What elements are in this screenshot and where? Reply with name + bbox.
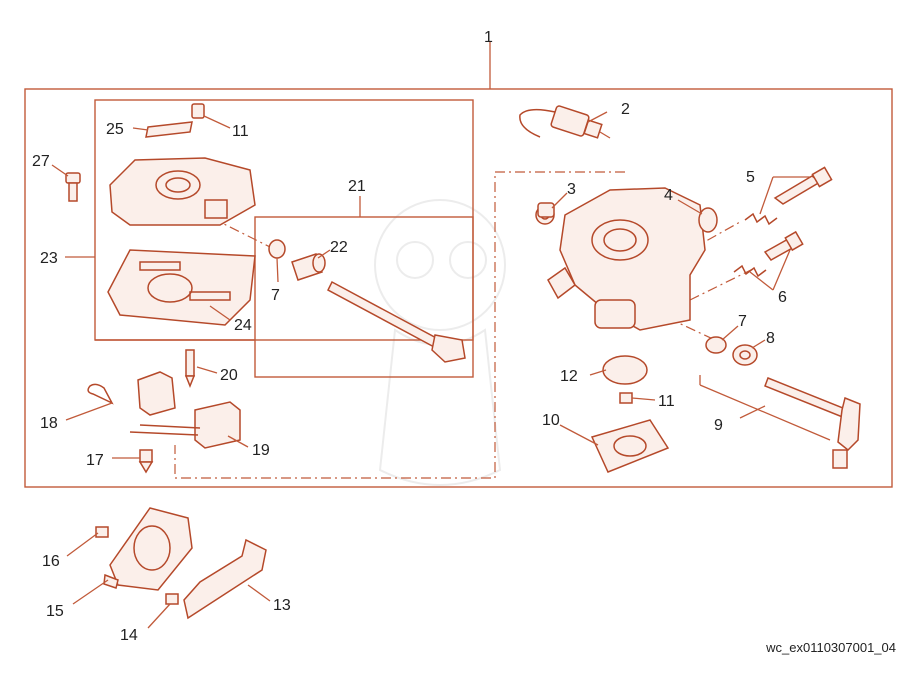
- part-16-screw: [95, 526, 109, 538]
- callout-27: 27: [32, 153, 50, 170]
- part-14-screw: [165, 593, 179, 605]
- callout-1: 1: [484, 29, 493, 46]
- part-7-washer-right: [705, 336, 727, 354]
- callout-13: 13: [273, 597, 291, 614]
- part-5-pilot-screw: [744, 166, 833, 226]
- callout-18: 18: [40, 415, 58, 432]
- callout-5: 5: [746, 169, 755, 186]
- callout-3: 3: [567, 181, 576, 198]
- part-2-solenoid: [519, 105, 611, 139]
- callout-25: 25: [106, 121, 124, 138]
- part-23-housing: [109, 157, 256, 226]
- callout-4: 4: [664, 187, 673, 204]
- part-8-seal: [732, 344, 758, 366]
- callout-6: 6: [778, 289, 787, 306]
- part-4-seal: [698, 207, 718, 233]
- part-7-washer-left: [268, 239, 286, 259]
- part-17-valve: [138, 449, 154, 474]
- callout-12: 12: [560, 368, 578, 385]
- part-18-pin: [87, 383, 114, 405]
- parts: [65, 103, 861, 620]
- part-carburetor-body: [535, 187, 706, 331]
- leader-lines: [51, 111, 831, 629]
- part-20-needle: [184, 349, 196, 389]
- callout-11-left: 11: [232, 123, 249, 140]
- callout-10: 10: [542, 412, 560, 429]
- callout-20: 20: [220, 367, 238, 384]
- part-11-screw-right: [619, 392, 633, 404]
- assembly-frame: [24, 88, 893, 488]
- part-15-fuel-pump: [103, 507, 193, 591]
- callout-7-left: 7: [271, 287, 280, 304]
- part-13-bracket: [183, 538, 267, 620]
- part-6-screw: [733, 230, 804, 278]
- part-3-plug: [537, 202, 555, 218]
- figure-code: wc_ex0110307001_04: [765, 640, 896, 655]
- part-22-bushing: [291, 253, 326, 281]
- shaft-frame: [254, 216, 474, 378]
- callout-15: 15: [46, 603, 64, 620]
- part-27-bolt: [65, 172, 81, 202]
- callout-9: 9: [714, 417, 723, 434]
- part-21-shaft: [327, 280, 466, 363]
- callout-16: 16: [42, 553, 60, 570]
- part-9-throttle-shaft: [764, 377, 861, 469]
- part-25-plate: [145, 121, 193, 138]
- part-24-gasket: [107, 249, 256, 326]
- frames: [24, 42, 893, 488]
- callouts: 1 2 3 4 5 6 7 7 8 9 10 11 11 12 13 14 15…: [32, 29, 787, 644]
- part-11-screw-left: [191, 103, 205, 119]
- callout-19: 19: [252, 442, 270, 459]
- callout-8: 8: [766, 330, 775, 347]
- callout-11-right: 11: [658, 393, 675, 410]
- callout-17: 17: [86, 452, 104, 469]
- callout-14: 14: [120, 627, 138, 644]
- callout-21: 21: [348, 178, 366, 195]
- part-12-diaphragm: [602, 355, 648, 385]
- part-10-gasket: [590, 419, 670, 473]
- callout-22: 22: [330, 239, 348, 256]
- callout-2: 2: [621, 101, 630, 118]
- callout-7-right: 7: [738, 313, 747, 330]
- callout-24: 24: [234, 317, 252, 334]
- callout-23: 23: [40, 250, 58, 267]
